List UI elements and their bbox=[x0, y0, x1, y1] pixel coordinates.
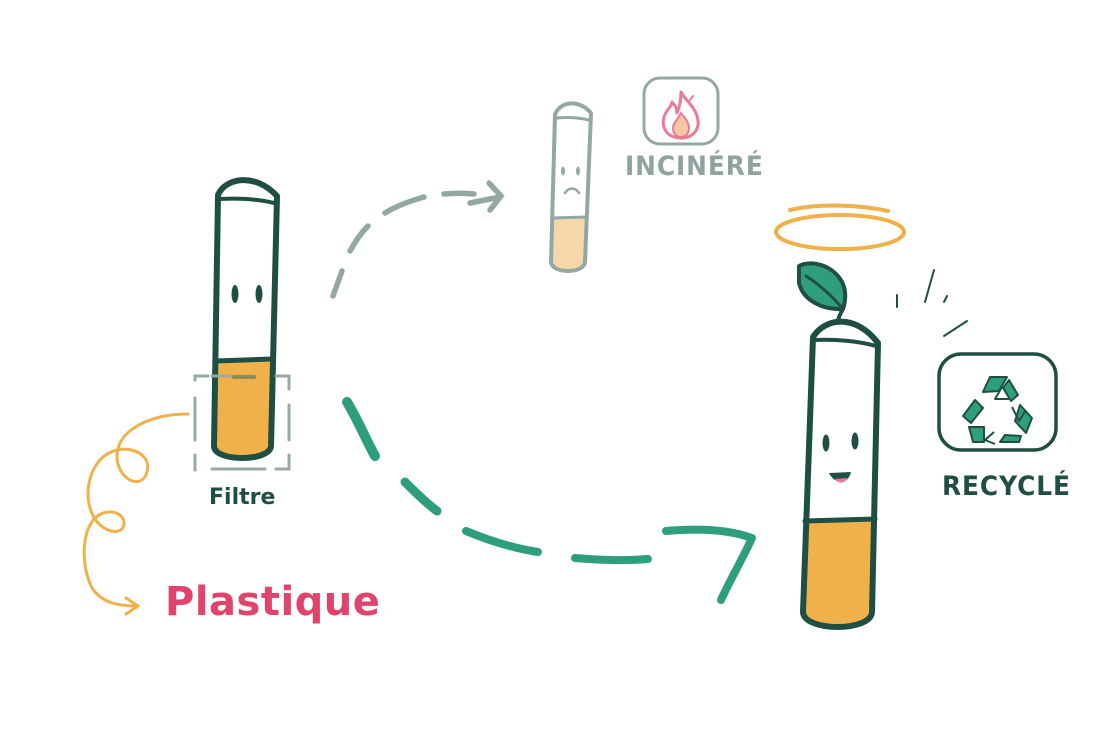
eye-left bbox=[822, 434, 830, 452]
sparkle-lines bbox=[896, 269, 968, 337]
eye-left bbox=[231, 285, 239, 303]
filter-selection-frame bbox=[193, 374, 291, 472]
eye-right bbox=[576, 166, 580, 176]
filter-label: Filtre bbox=[209, 485, 276, 510]
sad-mouth bbox=[563, 187, 581, 195]
recycle-icon bbox=[937, 352, 1058, 452]
eye-right bbox=[255, 285, 263, 303]
recycled-label: RECYCLÉ bbox=[942, 471, 1071, 502]
halo-icon bbox=[774, 203, 906, 251]
cigarette-butt-recycled bbox=[774, 203, 968, 630]
arrow-to-recycled bbox=[342, 397, 756, 604]
filter-line bbox=[212, 356, 275, 364]
plastic-label: Plastique bbox=[165, 579, 381, 625]
cigarette-tip-line bbox=[218, 196, 276, 205]
cigarette-outline bbox=[211, 177, 280, 461]
arrow-to-incinerated bbox=[330, 180, 505, 299]
eye-left bbox=[561, 166, 565, 176]
eye-right bbox=[851, 432, 859, 450]
plastic-arrow bbox=[82, 412, 190, 616]
cigarette-butt-original bbox=[211, 177, 280, 461]
cigarette-butt-incinerated bbox=[549, 101, 593, 273]
cigarette-filter bbox=[214, 360, 272, 458]
fire-icon bbox=[642, 76, 720, 146]
leaf-icon bbox=[797, 261, 848, 324]
incinerated-label: INCINÉRÉ bbox=[625, 151, 764, 182]
